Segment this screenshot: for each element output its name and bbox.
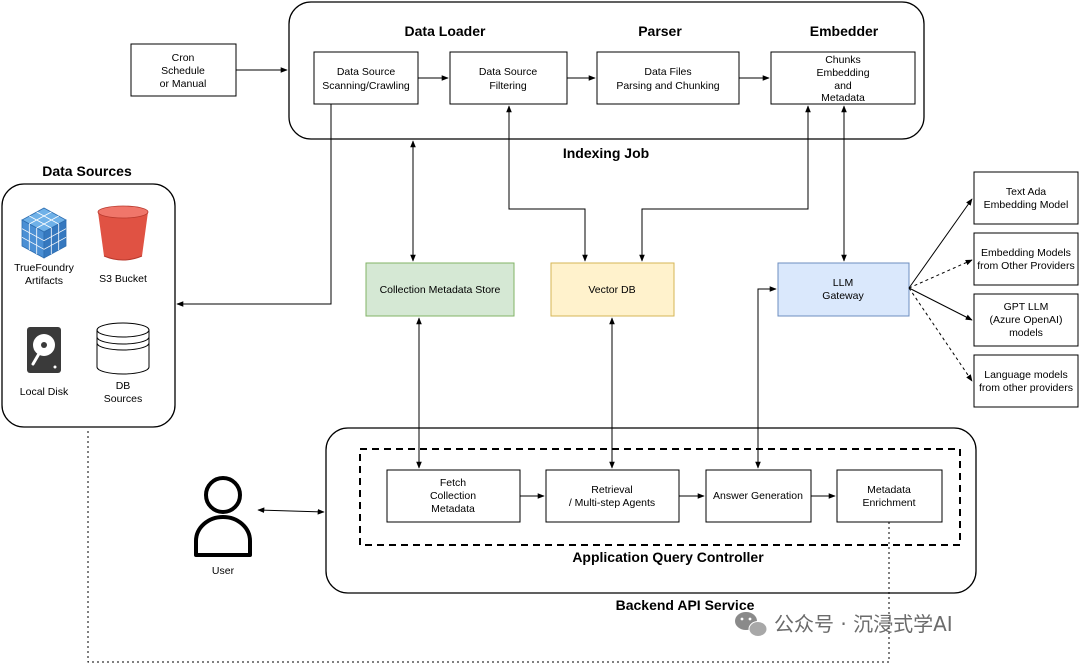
embedding-line-3: and <box>834 80 852 92</box>
filtering-line-2: Filtering <box>489 80 527 92</box>
metadata-enrichment-box <box>836 469 943 523</box>
query-controller-title: Application Query Controller <box>572 549 764 565</box>
backend-api-title: Backend API Service <box>616 597 755 613</box>
gpt-line-3: models <box>1009 327 1043 339</box>
text-ada-box <box>973 171 1079 225</box>
fetch-line-1: Fetch <box>440 477 466 489</box>
gpt-box <box>973 293 1079 347</box>
fetch-line-2: Collection <box>430 490 476 502</box>
s3-bucket-label: S3 Bucket <box>99 273 147 285</box>
cron-line-2: Schedule <box>161 65 205 77</box>
db-cylinder-icon <box>96 322 150 375</box>
scanning-line-2: Scanning/Crawling <box>322 80 410 92</box>
parsing-line-1: Data Files <box>644 66 691 78</box>
fetch-line-3: Metadata <box>431 503 475 515</box>
embedding-box <box>770 51 916 105</box>
language-other-line-2: from other providers <box>979 382 1073 394</box>
wechat-logo-icon <box>735 612 768 637</box>
truefoundry-artifacts-icon <box>21 207 67 259</box>
collection-metadata-label: Collection Metadata Store <box>380 284 501 296</box>
vector-db <box>550 262 675 317</box>
parsing-box <box>596 51 740 105</box>
parser-header: Parser <box>638 23 682 39</box>
arrow-llm-gpt <box>908 287 973 321</box>
embedding-other-line-2: from Other Providers <box>977 260 1074 272</box>
arrow-scanning-datasources <box>176 104 332 307</box>
truefoundry-line-2: Artifacts <box>25 275 63 287</box>
filtering-line-1: Data Source <box>479 66 538 78</box>
cron-line-1: Cron <box>172 52 195 64</box>
arrow-user-backend <box>257 507 325 515</box>
scanning-box <box>313 51 419 105</box>
user-label: User <box>212 565 235 577</box>
db-line-1: DB <box>116 380 131 392</box>
llm-gateway <box>777 262 910 317</box>
text-ada-line-2: Embedding Model <box>984 199 1069 211</box>
embedding-line-4: Metadata <box>821 92 865 104</box>
local-disk-icon <box>27 327 61 373</box>
parsing-line-2: Parsing and Chunking <box>616 80 719 92</box>
gpt-line-1: GPT LLM <box>1004 301 1049 313</box>
embedding-line-2: Embedding <box>816 67 869 79</box>
indexing-job-title: Indexing Job <box>563 145 649 161</box>
gpt-line-2: (Azure OpenAI) <box>990 314 1063 326</box>
data-sources-title: Data Sources <box>42 163 132 179</box>
user-icon <box>194 476 252 557</box>
language-other-line-1: Language models <box>984 369 1067 381</box>
retrieval-box <box>545 469 680 523</box>
dotted-enrichment-datasources <box>87 429 890 663</box>
retrieval-line-2: / Multi-step Agents <box>569 497 655 509</box>
db-line-2: Sources <box>104 393 143 405</box>
local-disk-label: Local Disk <box>20 386 69 398</box>
cron-line-3: or Manual <box>160 78 207 90</box>
arrow-llm-languageother <box>908 287 973 382</box>
llm-gateway-line-1: LLM <box>833 277 853 289</box>
arrow-llm-textada <box>908 198 973 289</box>
arrow-embedding-vectordb <box>639 105 811 262</box>
s3-bucket-icon <box>97 205 149 261</box>
embedding-other-line-1: Embedding Models <box>981 247 1071 259</box>
scanning-line-1: Data Source <box>337 66 396 78</box>
query-controller-container <box>359 448 961 546</box>
filtering-box <box>449 51 568 105</box>
embedding-other-box <box>973 232 1079 286</box>
collection-metadata-store <box>365 262 515 317</box>
enrichment-line-2: Enrichment <box>862 497 915 509</box>
retrieval-line-1: Retrieval <box>591 484 632 496</box>
arrow-filtering-vectordb <box>506 105 588 262</box>
llm-gateway-line-2: Gateway <box>822 290 864 302</box>
arrow-llm-answer <box>755 286 777 469</box>
vector-db-label: Vector DB <box>588 284 635 296</box>
data-loader-header: Data Loader <box>405 23 486 39</box>
answer-generation-label: Answer Generation <box>713 490 803 502</box>
answer-generation-box <box>705 469 812 523</box>
embedding-line-1: Chunks <box>825 54 861 66</box>
embedder-header: Embedder <box>810 23 879 39</box>
enrichment-line-1: Metadata <box>867 484 911 496</box>
language-other-box <box>973 354 1079 408</box>
truefoundry-line-1: TrueFoundry <box>14 262 74 274</box>
text-ada-line-1: Text Ada <box>1006 186 1046 198</box>
watermark-text: 公众号 · 沉浸式学AI <box>774 612 953 636</box>
